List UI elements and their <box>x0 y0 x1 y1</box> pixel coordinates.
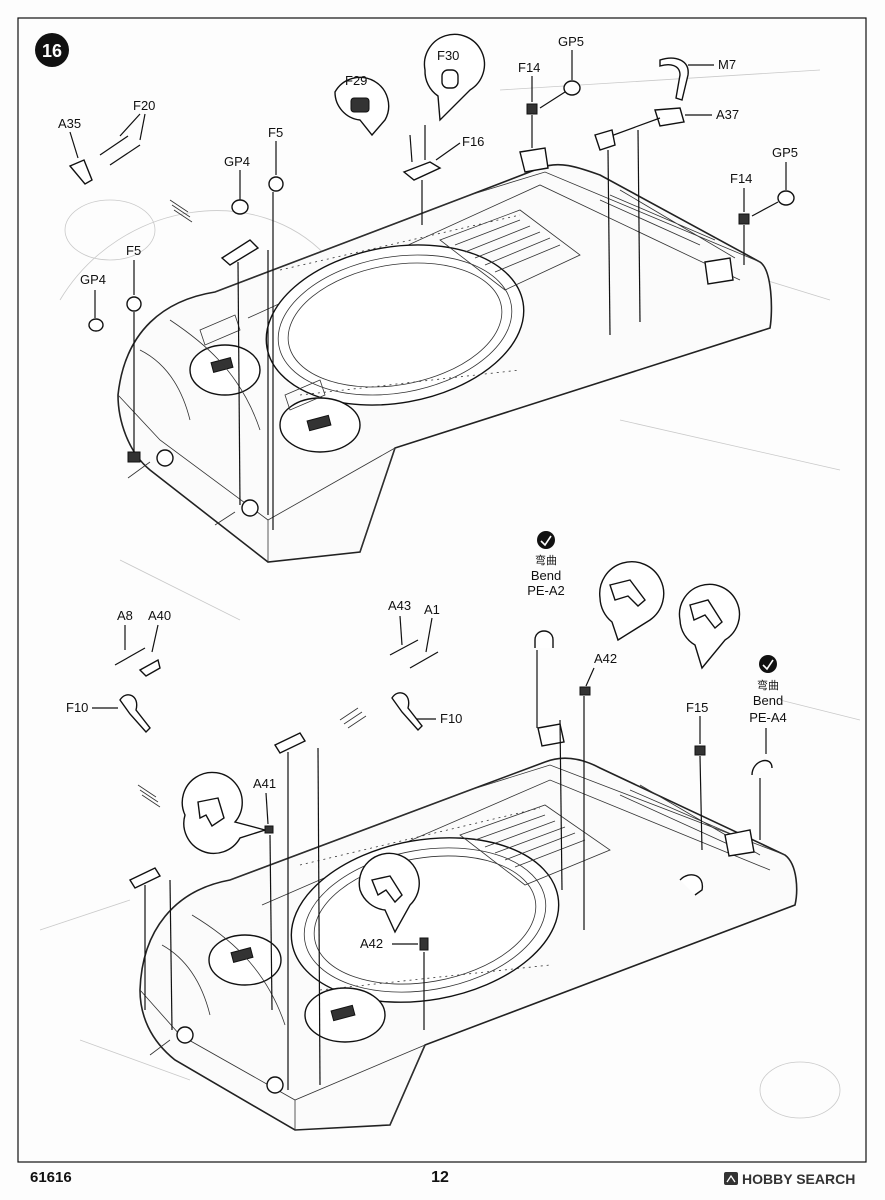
page-number: 12 <box>431 1169 449 1186</box>
label-f10-right: F10 <box>440 711 462 726</box>
label-gp4-lower: GP4 <box>80 272 106 287</box>
label-a37: A37 <box>716 107 739 122</box>
label-f15: F15 <box>686 700 708 715</box>
bubble-pe-detail-2 <box>678 583 741 670</box>
part-f5-upper <box>268 176 284 192</box>
part-gp5-left <box>563 80 581 96</box>
bend-en-label-2: Bend <box>753 693 783 708</box>
product-code: 61616 <box>30 1169 72 1186</box>
bend-cn-label-2: 弯曲 <box>757 678 779 692</box>
part-f10-left <box>119 694 151 734</box>
part-a41 <box>264 825 274 834</box>
label-a43: A43 <box>388 598 411 613</box>
label-gp5-left: GP5 <box>558 34 584 49</box>
step-badge: 16 <box>35 33 69 67</box>
part-gp4-upper <box>231 199 249 215</box>
part-pe-a2 <box>534 630 554 648</box>
bubble-pe-detail-1 <box>599 561 665 642</box>
part-gp4-lower <box>88 318 104 332</box>
label-gp5-right: GP5 <box>772 145 798 160</box>
label-a42-lower: A42 <box>360 936 383 951</box>
label-f5-lower: F5 <box>126 243 141 258</box>
label-f29: F29 <box>345 73 367 88</box>
label-gp4-upper: GP4 <box>224 154 250 169</box>
label-f14-right: F14 <box>730 171 752 186</box>
part-a42-upper <box>579 686 591 696</box>
label-f30: F30 <box>437 48 459 63</box>
top-callouts: A35 F20 GP4 F5 GP4 F5 F29 F30 <box>58 33 798 530</box>
svg-text:16: 16 <box>42 41 62 61</box>
label-pe-a4: PE-A4 <box>749 710 787 725</box>
label-a40: A40 <box>148 608 171 623</box>
label-pe-a2: PE-A2 <box>527 583 565 598</box>
watermark-text: HOBBY SEARCH <box>742 1171 855 1187</box>
part-gp5-right <box>777 190 795 206</box>
page-border <box>17 17 867 1163</box>
bend-icon-2 <box>759 655 777 673</box>
label-a1: A1 <box>424 602 440 617</box>
part-a35 <box>68 159 93 185</box>
label-f10-left: F10 <box>66 700 88 715</box>
bend-cn-label-1: 弯曲 <box>535 553 557 567</box>
label-a8: A8 <box>117 608 133 623</box>
part-f10-right <box>391 692 423 732</box>
label-a35: A35 <box>58 116 81 131</box>
label-f20: F20 <box>133 98 155 113</box>
top-hull-assembly <box>117 147 773 563</box>
watermark: HOBBY SEARCH <box>724 1171 855 1187</box>
label-f14-left: F14 <box>518 60 540 75</box>
part-pe-a4 <box>751 759 773 776</box>
label-f16: F16 <box>462 134 484 149</box>
part-f14-left <box>526 103 538 115</box>
bottom-hull-assembly <box>137 707 798 1131</box>
bend-icon-1 <box>537 531 555 549</box>
label-f5-upper: F5 <box>268 125 283 140</box>
bottom-callouts: 弯曲 Bend PE-A2 A42 弯曲 Bend PE-A4 F15 A8 <box>66 531 787 1090</box>
part-a42-lower <box>419 937 429 951</box>
part-f15 <box>694 745 706 756</box>
part-m7 <box>659 57 689 101</box>
label-m7: M7 <box>718 57 736 72</box>
part-f5-lower <box>126 296 142 312</box>
label-a41: A41 <box>253 776 276 791</box>
bubble-a41 <box>181 771 268 855</box>
part-f16 <box>402 161 442 181</box>
part-a37 <box>594 129 616 151</box>
label-a42-upper: A42 <box>594 651 617 666</box>
bend-en-label-1: Bend <box>531 568 561 583</box>
part-f14-right <box>738 213 750 225</box>
